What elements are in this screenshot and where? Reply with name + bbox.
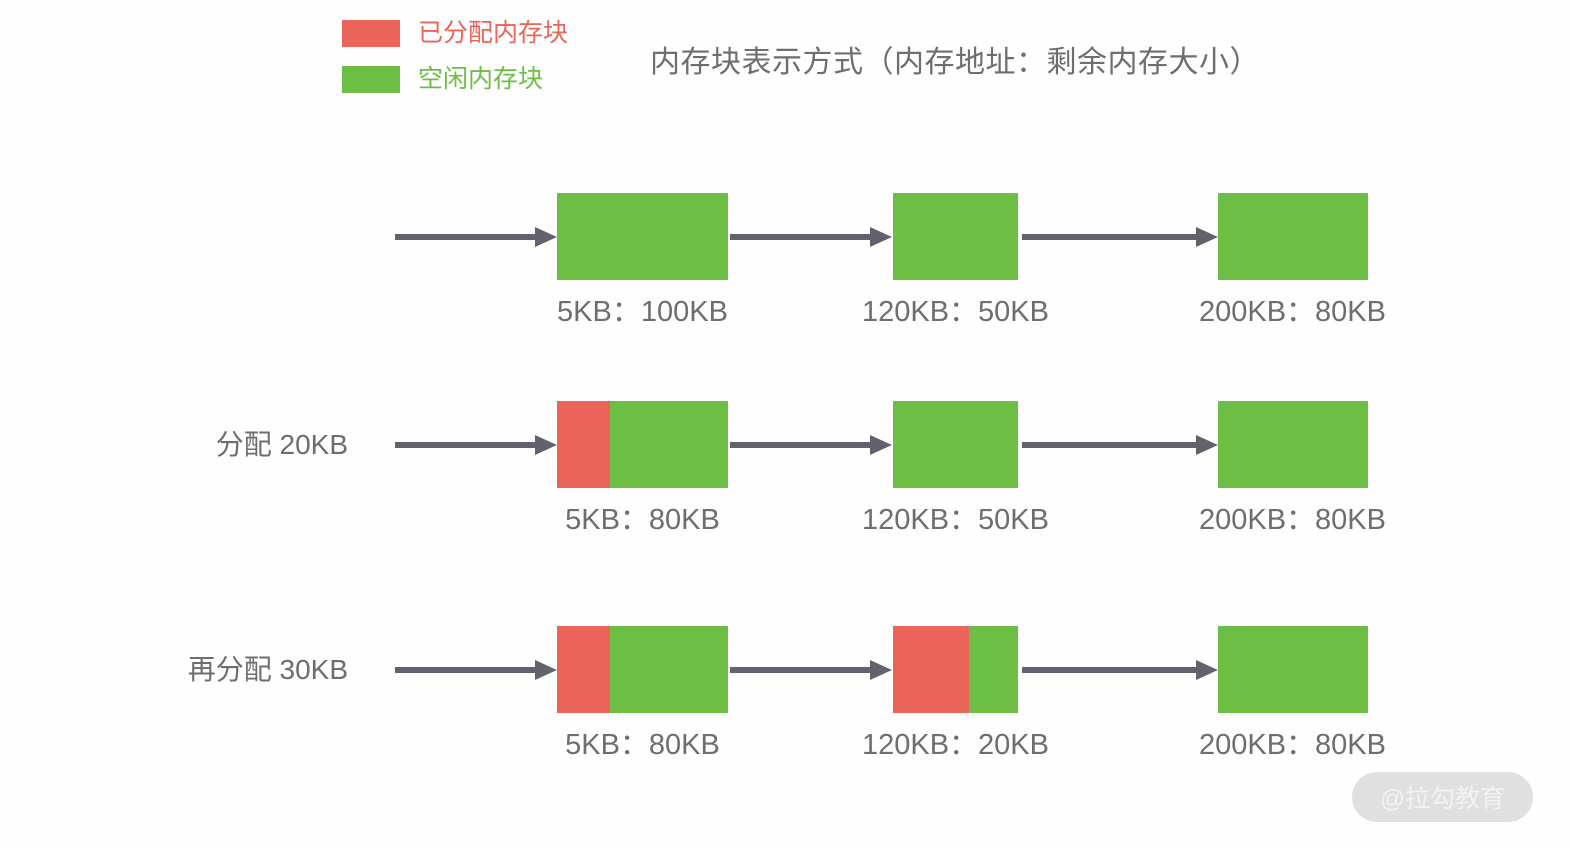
memory-segment-free	[610, 626, 728, 713]
memory-block-label: 120KB：50KB	[861, 296, 1049, 328]
memory-block	[1218, 626, 1368, 713]
link-arrow	[730, 227, 892, 247]
memory-block-label: 5KB：80KB	[565, 504, 720, 536]
link-arrow	[1022, 435, 1218, 455]
memory-segment-free	[969, 626, 1018, 713]
memory-segment-free	[893, 401, 1018, 488]
watermark-text: @拉勾教育	[1379, 785, 1506, 813]
arrow-shaft	[730, 234, 870, 240]
legend-item-free: 空闲内存块	[342, 64, 662, 94]
memory-segment-free	[1218, 626, 1368, 713]
memory-block-label: 120KB：20KB	[861, 729, 1049, 761]
arrow-head-icon	[1196, 435, 1218, 455]
link-arrow	[395, 227, 557, 247]
memory-block-label: 200KB：80KB	[1198, 729, 1386, 761]
legend: 已分配内存块 空闲内存块	[342, 18, 662, 110]
arrow-head-icon	[870, 435, 892, 455]
memory-segment-free	[610, 401, 728, 488]
legend-swatch-free	[342, 65, 400, 93]
memory-block-label: 120KB：50KB	[861, 504, 1049, 536]
memory-segment-free	[1218, 193, 1368, 280]
memory-segment-free	[1218, 401, 1368, 488]
memory-block-label: 5KB：100KB	[557, 296, 728, 328]
arrow-shaft	[395, 234, 535, 240]
arrow-head-icon	[535, 660, 557, 680]
row-action-label: 再分配 30KB	[187, 654, 348, 685]
link-arrow	[730, 660, 892, 680]
arrow-head-icon	[1196, 660, 1218, 680]
arrow-head-icon	[535, 227, 557, 247]
memory-block	[1218, 193, 1368, 280]
memory-row-initial: 5KB：100KB 120KB：50KB 200KB：80KB	[0, 180, 1570, 360]
diagram-title: 内存块表示方式（内存地址：剩余内存大小）	[650, 46, 1260, 79]
memory-block-label: 5KB：80KB	[565, 729, 720, 761]
link-arrow	[1022, 660, 1218, 680]
memory-segment-allocated	[557, 626, 610, 713]
legend-label-allocated: 已分配内存块	[418, 18, 569, 47]
arrow-shaft	[1022, 234, 1196, 240]
legend-swatch-allocated	[342, 19, 400, 47]
arrow-shaft	[395, 442, 535, 448]
memory-block	[1218, 401, 1368, 488]
memory-segment-allocated	[893, 626, 969, 713]
memory-row-allocate-30kb: 再分配 30KB 5KB：80KB 120KB：20KB 200KB：80KB	[0, 613, 1570, 793]
arrow-shaft	[730, 667, 870, 673]
arrow-shaft	[730, 442, 870, 448]
memory-block	[893, 193, 1018, 280]
memory-block	[557, 626, 728, 713]
memory-segment-allocated	[557, 401, 610, 488]
legend-item-allocated: 已分配内存块	[342, 18, 662, 48]
link-arrow	[730, 435, 892, 455]
watermark-badge: @拉勾教育	[1352, 772, 1533, 822]
row-action-label: 分配 20KB	[215, 429, 348, 460]
arrow-head-icon	[870, 660, 892, 680]
memory-block-label: 200KB：80KB	[1198, 296, 1386, 328]
legend-label-free: 空闲内存块	[418, 64, 544, 93]
memory-segment-free	[557, 193, 728, 280]
link-arrow	[395, 435, 557, 455]
memory-segment-free	[893, 193, 1018, 280]
memory-block-label: 200KB：80KB	[1198, 504, 1386, 536]
link-arrow	[395, 660, 557, 680]
arrow-head-icon	[1196, 227, 1218, 247]
arrow-shaft	[395, 667, 535, 673]
memory-block	[893, 401, 1018, 488]
memory-block	[557, 401, 728, 488]
memory-block	[893, 626, 1018, 713]
link-arrow	[1022, 227, 1218, 247]
arrow-shaft	[1022, 667, 1196, 673]
arrow-head-icon	[535, 435, 557, 455]
memory-block	[557, 193, 728, 280]
memory-row-allocate-20kb: 分配 20KB 5KB：80KB 120KB：50KB 200KB：80KB	[0, 388, 1570, 568]
arrow-head-icon	[870, 227, 892, 247]
arrow-shaft	[1022, 442, 1196, 448]
